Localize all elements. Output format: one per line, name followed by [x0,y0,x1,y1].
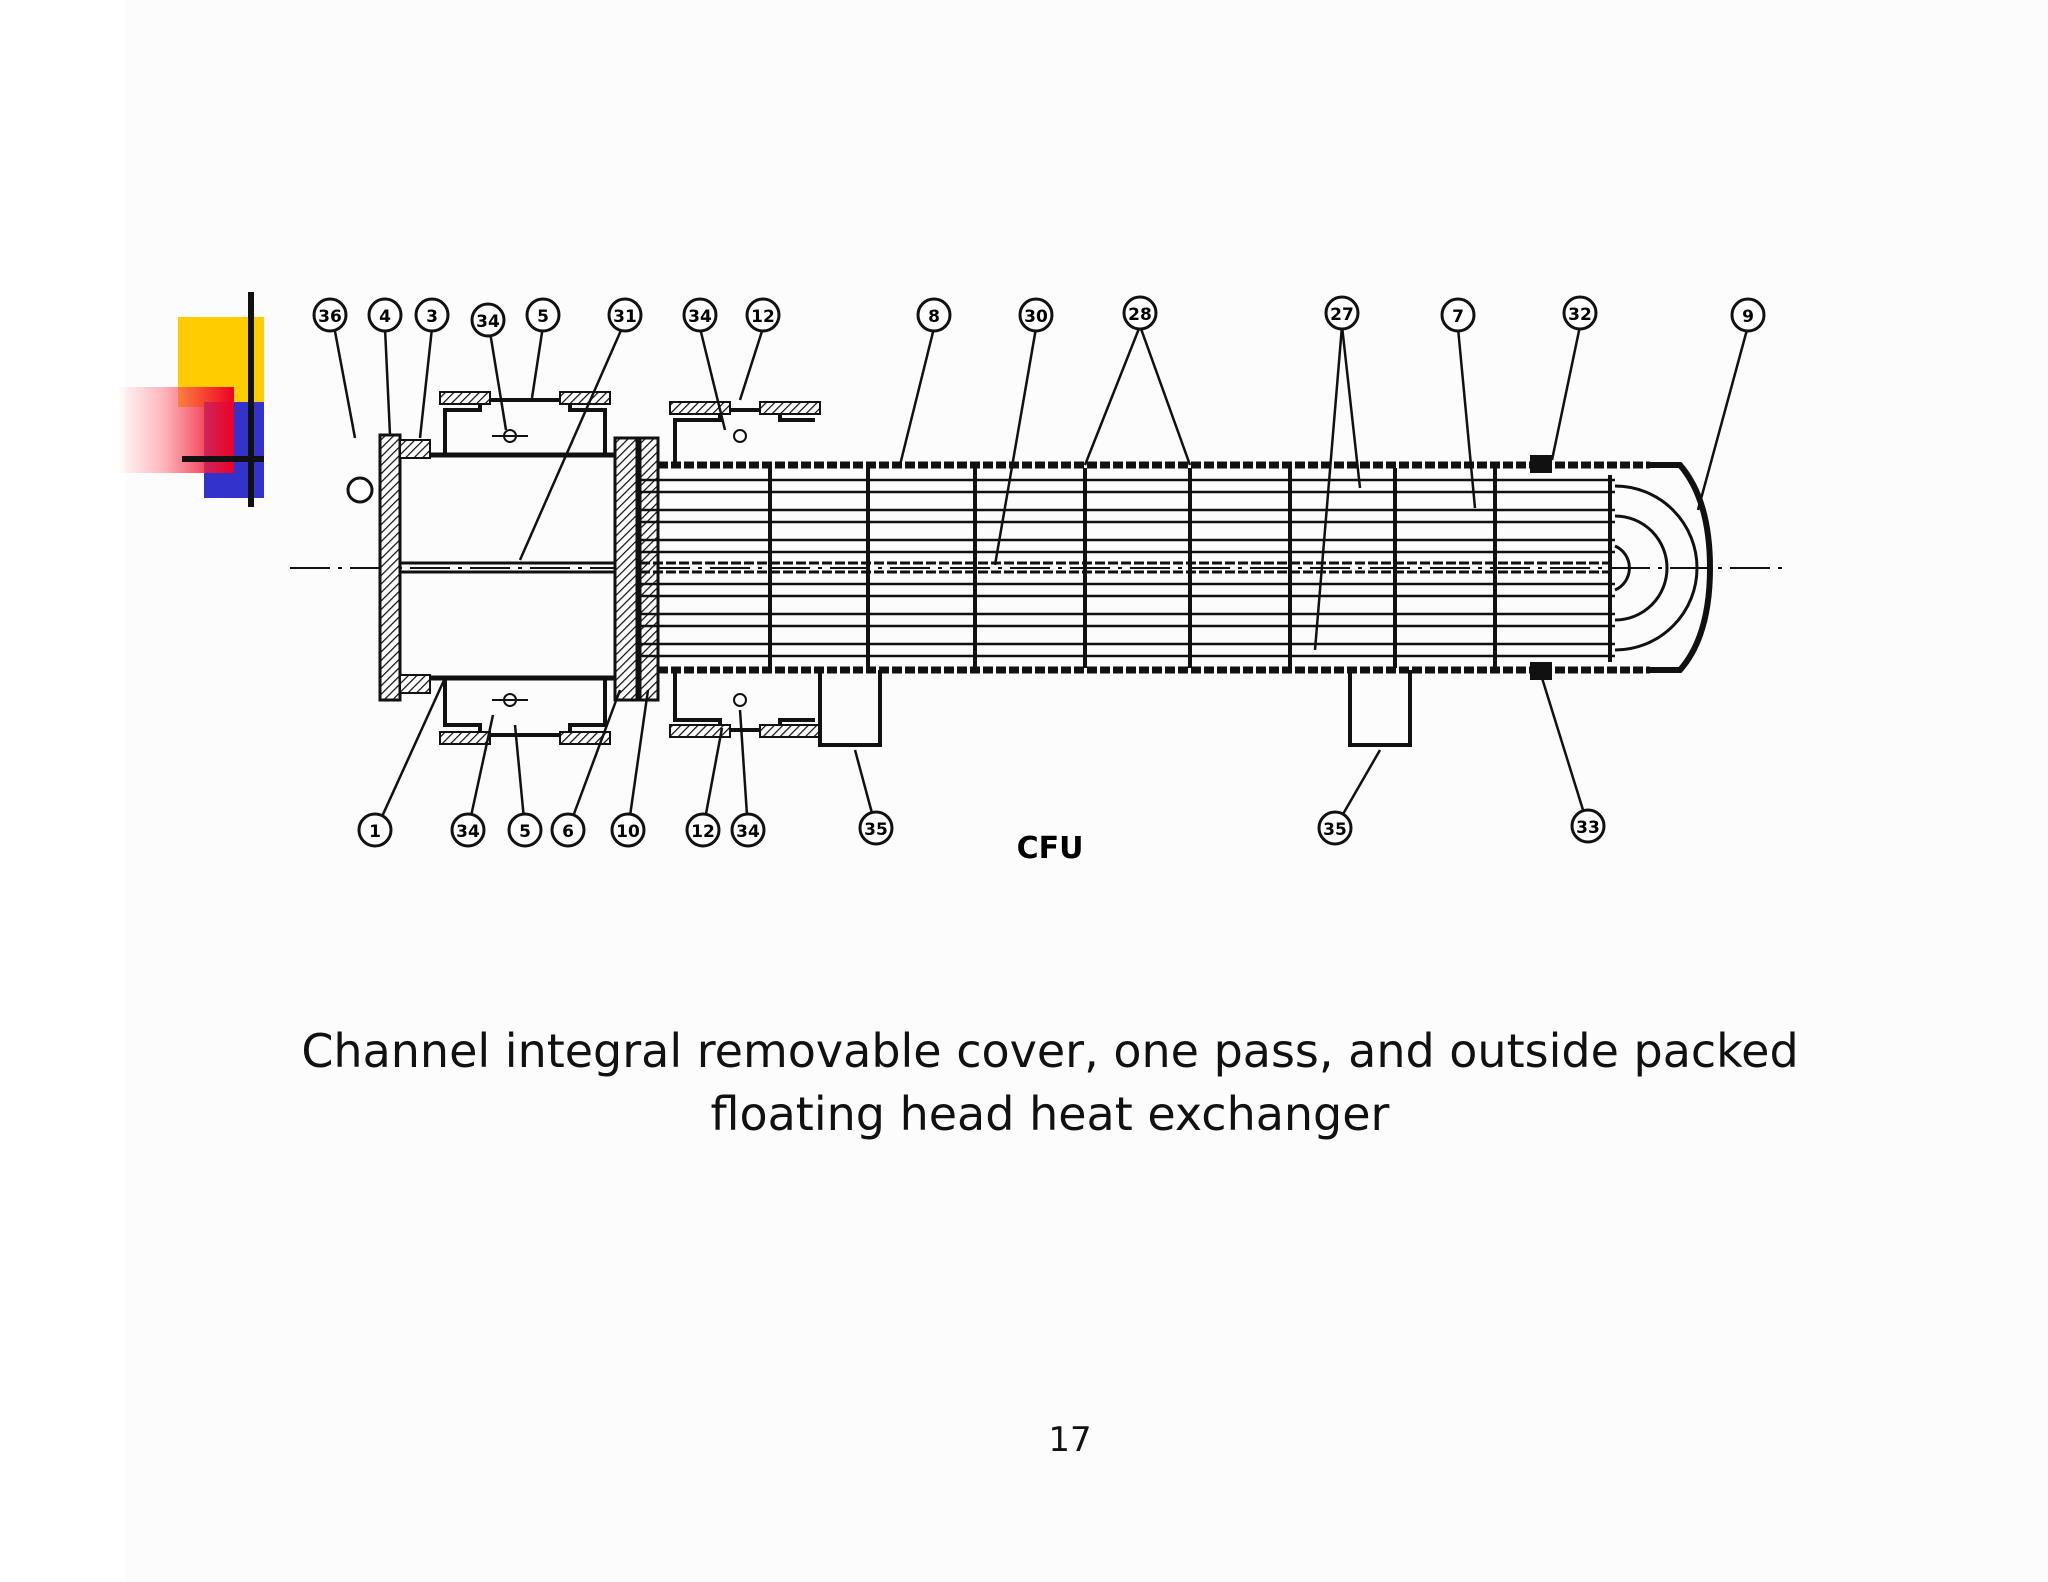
caption-line-2: floating head heat exchanger [710,1087,1390,1141]
callout-5-top: 5 [537,307,549,327]
callout-35-bottom-b: 35 [1323,820,1347,840]
shell-nozzle-top [669,401,821,465]
callout-34-top-a: 34 [476,312,500,332]
callout-12-top: 12 [751,307,775,327]
callout-28-top: 28 [1128,305,1152,325]
horizontal-black-line [182,456,264,462]
diagram-label: CFU [1017,831,1084,866]
tube-bundle [640,475,1699,662]
callout-34-top-b: 34 [688,307,712,327]
callout-1-bottom: 1 [369,822,381,842]
heat-exchanger-diagram: 36 4 3 34 5 31 34 12 8 30 28 27 7 [290,295,1790,866]
channel-body [399,439,615,694]
callouts-bottom: 1 34 5 6 10 12 34 35 35 33 [357,808,1606,848]
callout-27-top: 27 [1330,305,1354,325]
caption-line-1: Channel integral removable cover, one pa… [301,1024,1799,1078]
callout-4-top: 4 [379,307,391,327]
page-number: 17 [1048,1420,1092,1460]
tubesheet [613,436,660,702]
callout-31-top: 31 [613,307,637,327]
lifting-lug [346,476,374,504]
callout-6-bottom: 6 [562,822,574,842]
callout-30-top: 30 [1024,307,1048,327]
channel-nozzle-bottom [439,678,611,745]
callout-9-top: 9 [1742,307,1754,327]
callout-5-bottom: 5 [519,822,531,842]
baffles [768,468,1497,668]
caption: Channel integral removable cover, one pa… [260,1020,1840,1146]
support-saddles [818,670,1412,747]
callout-35-bottom-a: 35 [864,820,888,840]
callout-3-top: 3 [426,307,438,327]
callout-34-bottom-a: 34 [456,822,480,842]
callout-32-top: 32 [1568,305,1592,325]
callout-7-top: 7 [1452,307,1464,327]
shell-nozzle-bottom [669,670,821,738]
vertical-black-line [248,292,254,507]
leader-lines [332,325,1750,833]
callout-8-top: 8 [928,307,940,327]
callout-34-bottom-b: 34 [736,822,760,842]
callouts-top: 36 4 3 34 5 31 34 12 8 30 28 27 7 [312,295,1766,338]
callout-36-top: 36 [318,307,342,327]
shell [658,455,1714,680]
callout-10-bottom: 10 [616,822,640,842]
channel-nozzle-top [439,391,611,455]
callout-33-bottom: 33 [1576,818,1600,838]
channel-cover [378,433,402,702]
callout-12-bottom: 12 [691,822,715,842]
slide-background [125,0,2048,1582]
